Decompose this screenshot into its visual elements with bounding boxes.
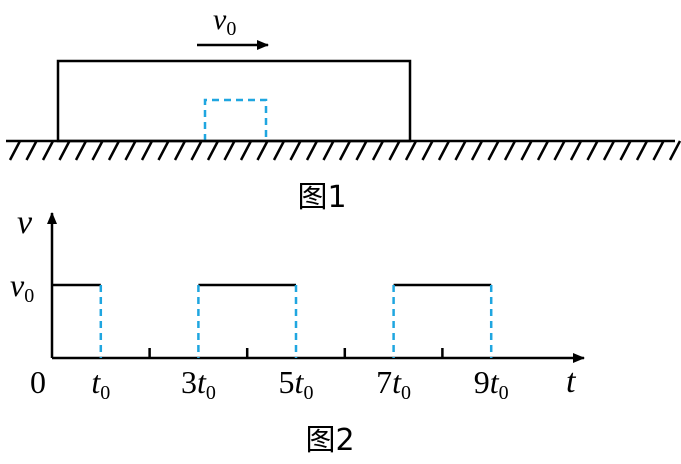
hatch-mark bbox=[404, 140, 418, 161]
hatch-mark bbox=[305, 140, 319, 161]
tick-label-3t0: 3t0 bbox=[181, 364, 216, 404]
hatch-mark bbox=[553, 140, 566, 161]
hatch-mark bbox=[140, 140, 154, 161]
hatch-mark bbox=[272, 140, 286, 161]
hatch-mark bbox=[91, 140, 104, 161]
hatch-mark bbox=[223, 140, 236, 161]
hatch-mark bbox=[239, 140, 253, 161]
hatch-mark bbox=[619, 140, 632, 161]
hatch-mark bbox=[289, 140, 302, 161]
hatch-mark bbox=[190, 140, 203, 161]
figure-2-caption: 图2 bbox=[305, 423, 354, 458]
hatch-mark bbox=[8, 140, 22, 161]
hatch-mark bbox=[25, 140, 38, 161]
hatch-mark bbox=[173, 140, 187, 161]
hatch-mark bbox=[256, 140, 269, 161]
hatch-mark bbox=[635, 140, 649, 161]
dashed-small-block bbox=[203, 98, 268, 141]
large-box bbox=[56, 59, 412, 143]
hatch-mark bbox=[157, 140, 170, 161]
hatch-mark bbox=[586, 140, 599, 161]
hatch-mark bbox=[124, 140, 137, 161]
tick-label-1t0: t0 bbox=[91, 364, 110, 404]
hatch-mark bbox=[503, 140, 517, 161]
hatch-mark bbox=[668, 140, 681, 161]
hatch-mark bbox=[41, 140, 55, 161]
v-level-label: v0 bbox=[10, 267, 34, 307]
figure-1: v0 图1 bbox=[6, 3, 681, 215]
tick-label-7t0: 7t0 bbox=[376, 364, 411, 404]
hatch-mark bbox=[371, 140, 385, 161]
y-axis-label: v bbox=[17, 204, 33, 241]
hatch-mark bbox=[602, 140, 616, 161]
hatch-mark bbox=[322, 140, 335, 161]
tick-label-5t0: 5t0 bbox=[279, 364, 314, 404]
hatch-mark bbox=[487, 140, 500, 161]
hatch-mark bbox=[520, 140, 533, 161]
hatch-mark bbox=[470, 140, 484, 161]
time-tick-labels: t0 3t0 5t0 7t0 9t0 bbox=[91, 364, 508, 404]
velocity-pulses bbox=[52, 283, 493, 358]
hatch-mark bbox=[388, 140, 401, 161]
ground-hatching bbox=[8, 140, 681, 161]
tick-label-9t0: 9t0 bbox=[474, 364, 509, 404]
hatch-mark bbox=[454, 140, 467, 161]
velocity-label: v0 bbox=[213, 3, 236, 40]
x-axis-label: t bbox=[566, 363, 577, 400]
hatch-mark bbox=[652, 140, 665, 161]
hatch-mark bbox=[206, 140, 220, 161]
hatch-mark bbox=[355, 140, 368, 161]
figure-2: v t 0 v0 t0 3t0 5t0 7t0 9t0 图2 bbox=[10, 204, 585, 458]
origin-label: 0 bbox=[30, 364, 46, 400]
hatch-mark bbox=[569, 140, 583, 161]
hatch-mark bbox=[58, 140, 71, 161]
hatch-mark bbox=[107, 140, 121, 161]
hatch-mark bbox=[74, 140, 88, 161]
hatch-mark bbox=[536, 140, 550, 161]
hatch-mark bbox=[421, 140, 434, 161]
figure-1-caption: 图1 bbox=[297, 180, 346, 215]
minor-ticks bbox=[148, 348, 444, 358]
hatch-mark bbox=[437, 140, 451, 161]
hatch-mark bbox=[338, 140, 352, 161]
